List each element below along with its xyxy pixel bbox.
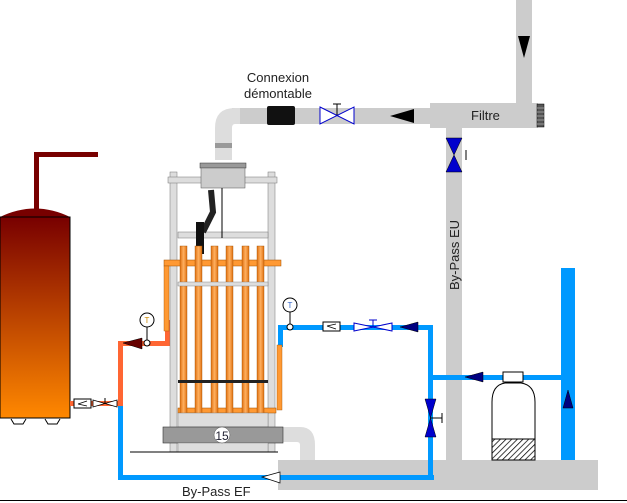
water-softener	[491, 371, 536, 461]
check-valve-cold	[322, 321, 341, 332]
flow-arrow-up-icon	[562, 389, 574, 409]
flow-arrow-left-icon	[260, 471, 281, 484]
thermometer-cold: T	[282, 297, 298, 331]
filter-label: Filtre	[471, 108, 500, 123]
filter-cap	[536, 103, 545, 128]
removable-coupling	[267, 106, 295, 125]
exchanger-number: 15	[215, 429, 229, 443]
flow-arrow-left-icon	[399, 321, 419, 333]
cold-inlet-valve[interactable]	[353, 319, 393, 332]
hot-water-tank	[0, 152, 98, 425]
svg-text:T: T	[288, 301, 293, 310]
top-valve[interactable]	[319, 103, 355, 125]
bypass-eu-label: By-Pass EU	[447, 220, 462, 290]
bypass-ef-valve[interactable]	[424, 398, 443, 438]
heat-exchanger: 15	[130, 162, 284, 453]
connexion-label-line2: démontable	[244, 86, 312, 101]
bypass-eu-valve[interactable]	[445, 137, 467, 173]
flow-arrow-down-icon	[518, 36, 530, 58]
hot-water-lines	[70, 320, 170, 406]
bypass-ef-label: By-Pass EF	[182, 484, 251, 499]
flow-arrow-left-icon	[464, 371, 484, 383]
svg-text:T: T	[145, 316, 150, 325]
thermometer-hot: T	[139, 312, 155, 347]
connexion-label-line1: Connexion	[247, 70, 309, 85]
check-valve-hot	[73, 398, 92, 409]
flow-arrow-left-icon	[390, 109, 414, 123]
hot-outlet-valve[interactable]	[92, 398, 118, 408]
flow-arrow-left-icon	[122, 337, 143, 350]
